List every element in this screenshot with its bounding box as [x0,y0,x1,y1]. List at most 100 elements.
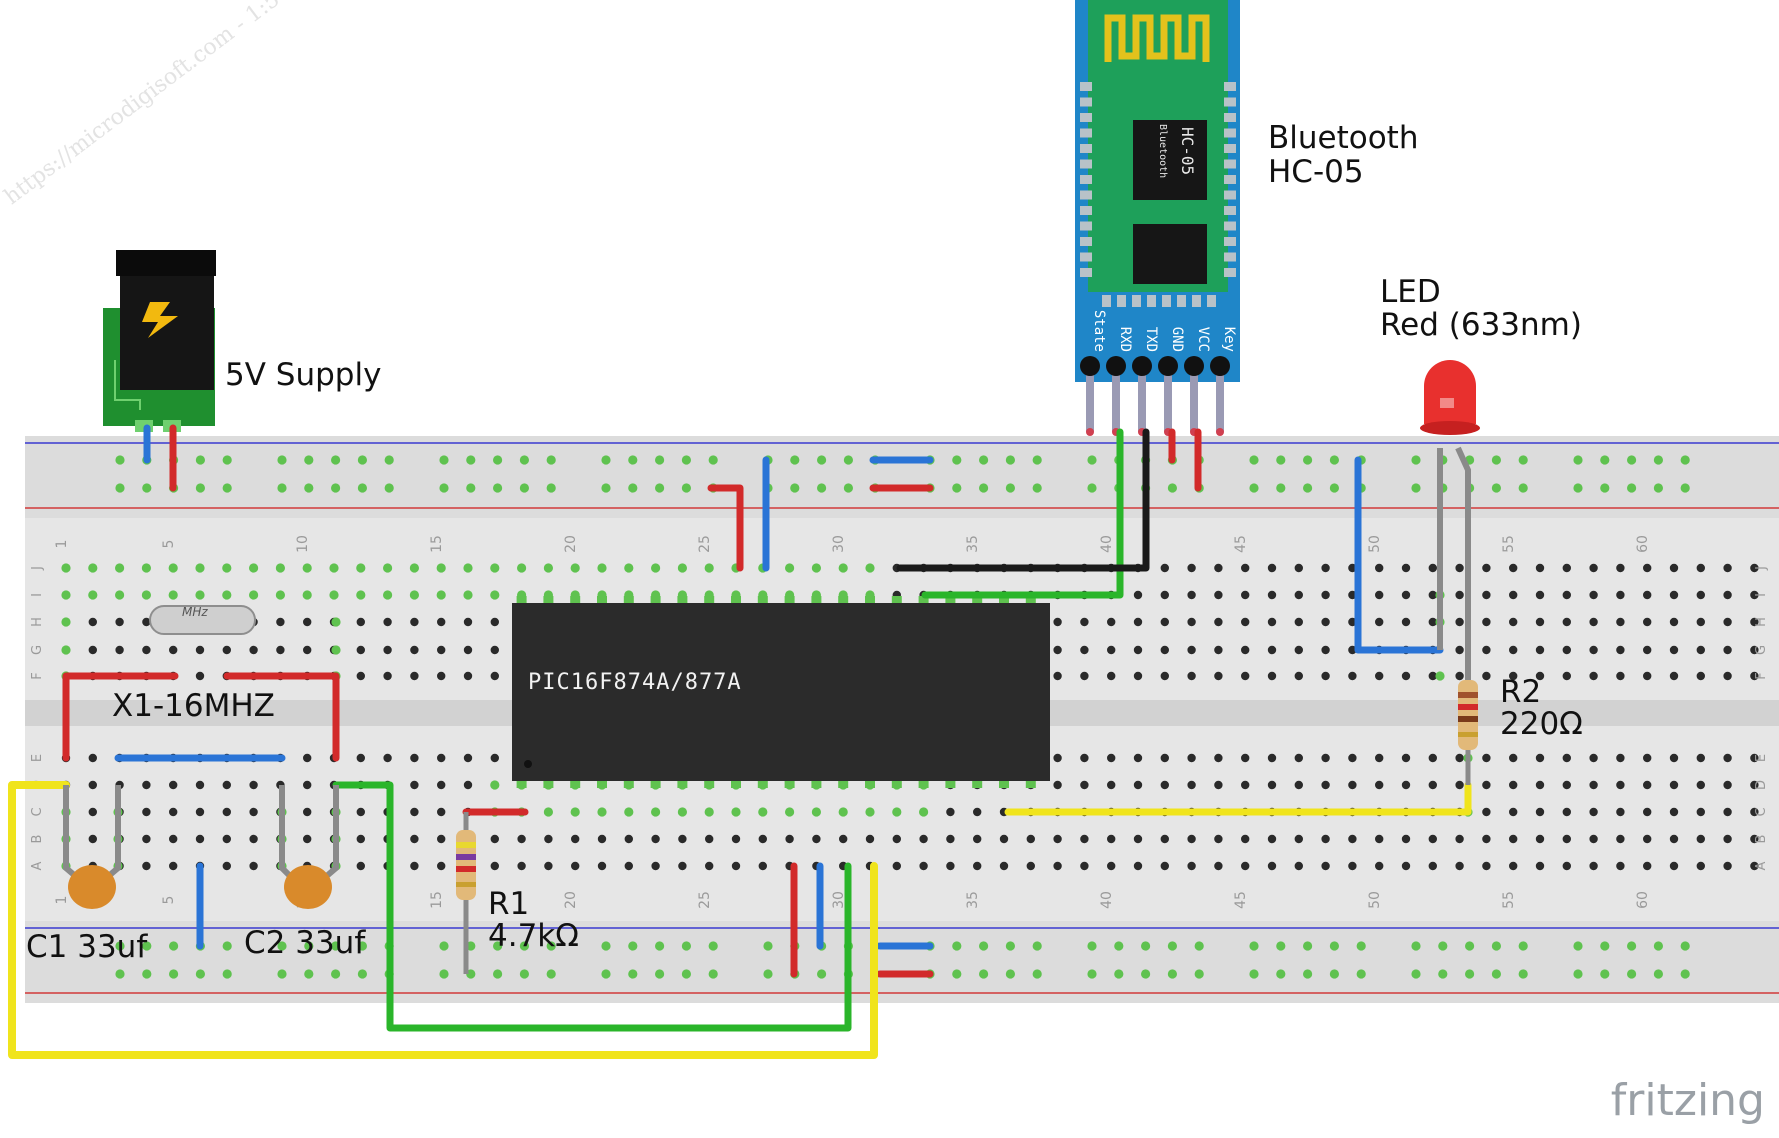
rail-hole [979,941,989,951]
hole [1348,753,1357,763]
hole [1455,834,1464,844]
rail-hole [439,941,449,951]
row-letter: G [1754,645,1769,655]
hole [1535,861,1545,871]
c2-body [284,865,332,909]
r2-body [1458,680,1478,750]
rail-hole [1465,941,1475,951]
hole [1750,780,1759,790]
rail-hole [681,455,692,465]
chip-pin1-dot [524,760,532,768]
used-hole [383,563,393,573]
hole [1723,590,1732,600]
hole [1696,861,1706,871]
rail-hole [1356,941,1366,951]
chip-pin [677,780,688,788]
hole [1616,645,1625,655]
rail-hole [304,969,314,979]
chip-pin [891,596,902,604]
bt-pad [1224,252,1236,262]
hole [1750,563,1759,573]
hole [1696,590,1706,600]
hole [1401,563,1411,573]
chip-pin [650,780,661,788]
bt-chip [1133,120,1207,200]
hole [1750,834,1759,844]
hole [1241,671,1250,681]
hole [356,645,365,655]
crystal-x1: MHz [149,605,256,635]
hole [1669,834,1679,844]
used-hole [785,563,795,573]
hole [1669,780,1679,790]
hole [1482,780,1491,790]
chip-pin [945,780,956,788]
rail-hole [331,941,341,951]
column-number: 60 [1635,891,1651,909]
hole [1696,671,1706,681]
hole [1321,590,1330,600]
led-lead [1455,446,1471,680]
rail-hole [601,941,611,951]
hole [1669,861,1679,871]
wire-green [921,428,1124,599]
hole [1509,671,1518,681]
bt-pin-label: GND [1169,327,1185,352]
rail-hole [1653,941,1663,951]
hole [222,780,231,790]
hole [410,753,419,763]
hole [1562,861,1572,871]
hole [1455,753,1464,763]
wire-yellow [8,781,878,1059]
hole [1321,753,1330,763]
bt-pad [1080,128,1092,138]
used-hole [490,590,500,600]
power-jack-barrel [116,250,216,276]
used-hole [704,807,714,817]
hole [1616,563,1625,573]
rail-hole [1465,969,1475,979]
row-letter: E [30,754,45,762]
hole [1535,753,1545,763]
hole [1107,645,1116,655]
hole [517,861,526,871]
rail-hole [493,941,503,951]
used-hole [302,590,312,600]
bt-pad [1080,144,1092,153]
bt-pad [1102,295,1111,307]
hole [1562,563,1572,573]
row-letter: C [1754,807,1769,816]
hole [1535,671,1545,681]
rail-hole [1627,969,1637,979]
row-letter: B [30,835,45,844]
used-hole [624,563,634,573]
chip-pin [516,780,527,788]
crystal-marking: MHz [182,605,208,619]
rail-hole [1141,941,1151,951]
rail-hole [357,483,367,493]
hole [1643,807,1652,817]
hole [1080,753,1089,763]
rail-hole [1276,969,1286,979]
rail-hole [708,941,718,951]
led-body [1424,360,1476,424]
hole [1401,590,1411,600]
column-number: 5 [161,540,177,549]
r1-value-label: 4.7kΩ [488,918,579,954]
hole [169,645,178,655]
hole [785,834,794,844]
rail-hole [1276,483,1286,493]
hole [115,645,124,655]
rail-hole [546,455,556,465]
row-letter: C [30,807,45,816]
rail-hole [1518,941,1528,951]
hole [1214,645,1223,655]
hole [1053,780,1062,790]
hole [1509,834,1518,844]
chip-pin [570,780,581,788]
used-hole [356,590,366,600]
rail-hole [681,969,692,979]
hole [1482,590,1491,600]
rail-hole [1087,969,1097,979]
